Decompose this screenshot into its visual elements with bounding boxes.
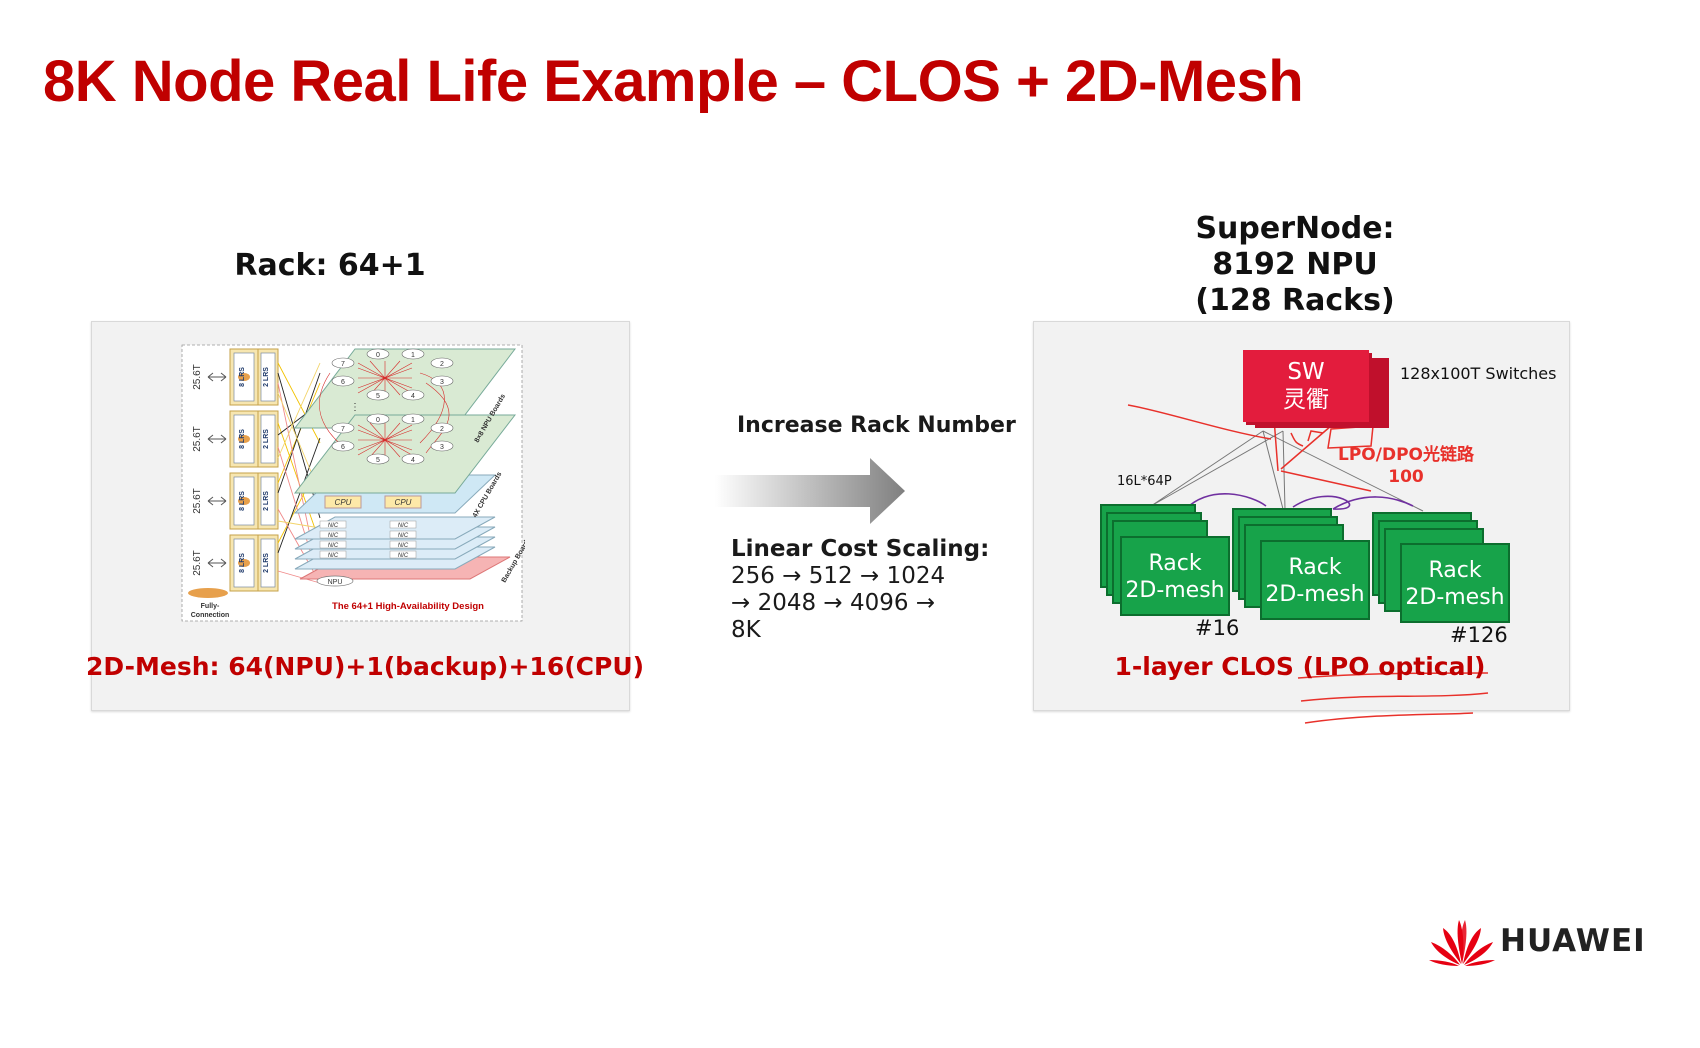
nic-label: NIC	[398, 533, 409, 539]
design-caption: The 64+1 High-Availability Design	[332, 601, 484, 612]
switch-box: SW 灵衢	[1243, 350, 1369, 422]
cpu-label: CPU	[335, 498, 352, 507]
npu-node: 1	[411, 417, 415, 424]
npu-node: 5	[376, 393, 380, 400]
switch-label: SW	[1287, 359, 1325, 385]
npu-node: 5	[376, 457, 380, 464]
increase-arrow	[715, 458, 905, 524]
increase-label: Increase Rack Number	[737, 413, 1016, 438]
switch-count-label: 128x100T Switches	[1400, 364, 1557, 383]
nic-label: NIC	[398, 543, 409, 549]
nic-label: NIC	[328, 533, 339, 539]
lrs8-label: 8 LRS	[239, 429, 246, 449]
rack-box: Rack 2D-mesh	[1400, 543, 1510, 623]
heading-line: 8192 NPU	[1212, 247, 1378, 282]
clos-caption: 1-layer CLOS (LPO optical)	[1114, 652, 1486, 681]
npu-node: 4	[411, 393, 415, 400]
switch-label-cn: 灵衢	[1283, 387, 1329, 413]
npu-node: 2	[440, 426, 444, 433]
npu-node: 2	[440, 361, 444, 368]
nic-label: NIC	[398, 553, 409, 559]
nic-label: NIC	[398, 523, 409, 529]
rack-number-16: #16	[1195, 616, 1240, 640]
clos-links	[1127, 404, 1489, 724]
lrs8-label: 8 LRS	[239, 491, 246, 511]
npu-node: 7	[341, 426, 345, 433]
board-column-4	[229, 534, 279, 592]
npu-node: 0	[376, 352, 380, 359]
lrs2-label: 2 LRS	[263, 491, 270, 511]
npu-board-bottom	[293, 414, 517, 494]
rack-label: Rack	[1288, 555, 1342, 580]
svg-text:⋮: ⋮	[350, 402, 360, 413]
rack-box: Rack 2D-mesh	[1120, 536, 1230, 616]
npu-node: 3	[440, 379, 444, 386]
heading-line: SuperNode:	[1195, 211, 1395, 246]
rack-label: 2D-mesh	[1405, 585, 1505, 610]
fully-connection-icon	[188, 588, 228, 598]
lpo-annotation: LPO/DPO光链路 100	[1338, 444, 1474, 488]
board-column-3	[229, 472, 279, 530]
rack-label: Rack	[1148, 551, 1202, 576]
npu-node: 6	[341, 444, 345, 451]
annotation-line: 100	[1388, 467, 1424, 487]
cpu-label: CPU	[395, 498, 412, 507]
npu-node: 7	[341, 361, 345, 368]
npu-node: 1	[411, 352, 415, 359]
fully-connection-label: Fully-Connection	[191, 603, 230, 619]
scaling-line: → 2048 → 4096 →	[731, 590, 936, 616]
annotation-line: LPO/DPO光链路	[1338, 445, 1474, 465]
bw-label: 25.6T	[192, 364, 203, 390]
connection-lines	[277, 362, 321, 584]
bw-label: 25.6T	[192, 550, 203, 576]
lrs2-label: 2 LRS	[263, 429, 270, 449]
rack-caption: 2D-Mesh: 64(NPU)+1(backup)+16(CPU)	[86, 652, 645, 681]
lrs8-label: 8 LRS	[239, 367, 246, 387]
scaling-line: 256 → 512 → 1024	[731, 563, 946, 589]
lrs2-label: 2 LRS	[263, 367, 270, 387]
huawei-wordmark: HUAWEI	[1500, 923, 1646, 959]
rack-box: Rack 2D-mesh	[1260, 540, 1370, 620]
rack-heading: Rack: 64+1	[234, 248, 426, 283]
scaling-title: Linear Cost Scaling:	[731, 536, 990, 562]
npu-label: NPU	[328, 579, 343, 586]
npu-node: 4	[411, 457, 415, 464]
rack-label: Rack	[1428, 558, 1482, 583]
rack-diagram: 8 LRS 2 LRS 8 LRS 2 LRS 8 LRS 2 LRS 8 LR…	[181, 344, 525, 622]
scaling-steps: 256 → 512 → 1024 → 2048 → 4096 → 8K	[731, 563, 945, 644]
npu-node: 6	[341, 379, 345, 386]
lrs8-label: 8 LRS	[239, 553, 246, 573]
nic-label: NIC	[328, 523, 339, 529]
npu-node: 3	[440, 444, 444, 451]
scaling-line: 8K	[731, 617, 761, 643]
heading-line: (128 Racks)	[1195, 283, 1395, 318]
nic-label: NIC	[328, 543, 339, 549]
bw-label: 25.6T	[192, 488, 203, 514]
supernode-heading: SuperNode: 8192 NPU (128 Racks)	[1160, 211, 1430, 319]
lrs2-label: 2 LRS	[263, 553, 270, 573]
huawei-logo-icon	[1429, 920, 1495, 966]
rack-label: 2D-mesh	[1265, 582, 1365, 607]
bw-label: 25.6T	[192, 426, 203, 452]
link-count-label: 16L*64P	[1117, 474, 1172, 489]
npu-node: 0	[376, 417, 380, 424]
board-column-1	[229, 348, 279, 406]
nic-label: NIC	[328, 553, 339, 559]
rack-number-126: #126	[1450, 623, 1508, 647]
rack-label: 2D-mesh	[1125, 578, 1225, 603]
board-column-2	[229, 410, 279, 468]
bw-arrows	[207, 372, 227, 568]
slide-title: 8K Node Real Life Example – CLOS + 2D-Me…	[43, 49, 1304, 114]
